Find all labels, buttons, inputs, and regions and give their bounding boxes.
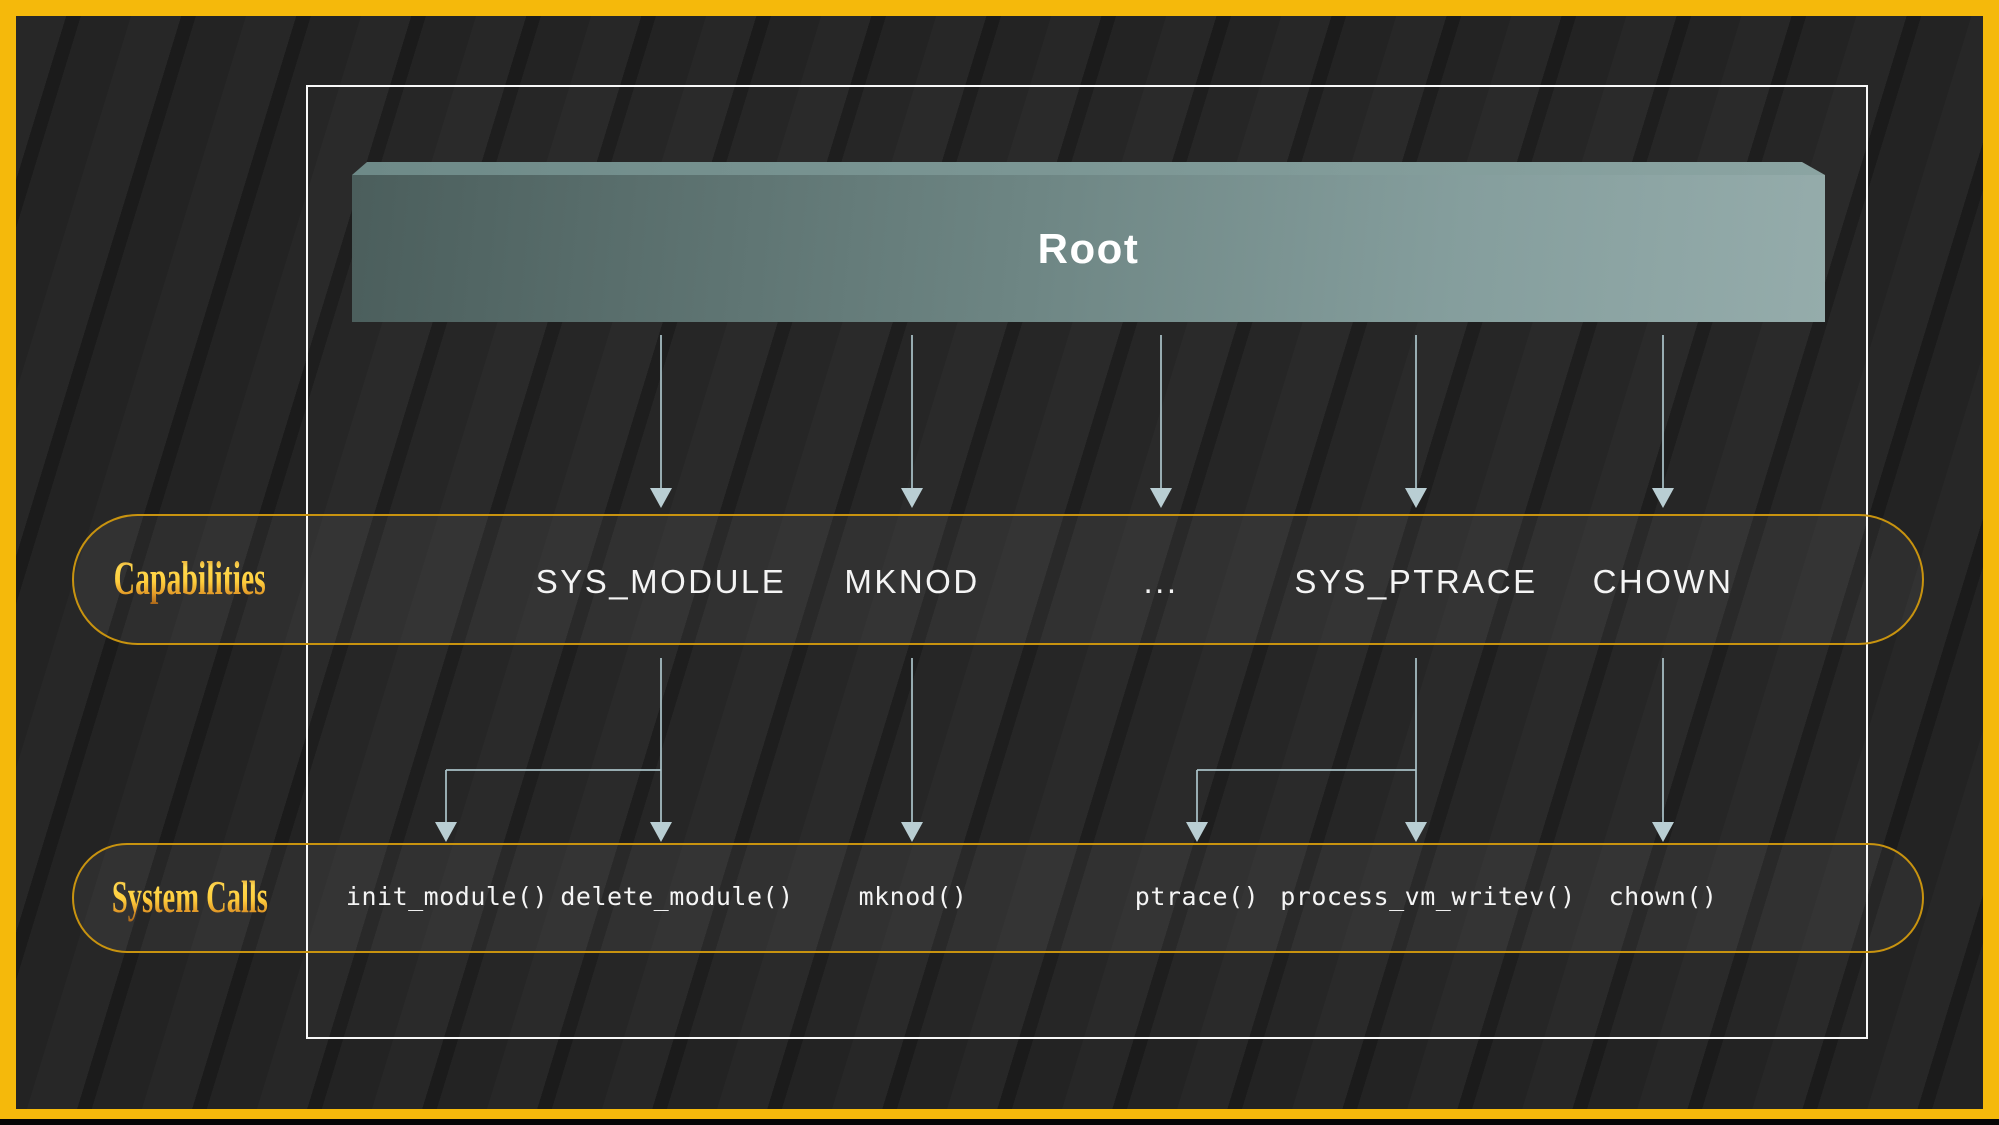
arrowhead-icon [901,488,923,508]
system-call-item: ptrace() [1134,882,1260,911]
arrowhead-icon [901,822,923,842]
system-calls-row-label: System Calls [111,870,269,922]
arrowhead-icon [650,488,672,508]
capability-item: MKNOD [844,563,980,600]
arrowhead-icon [1405,488,1427,508]
connector-line [911,658,913,824]
arrowhead-icon [1150,488,1172,508]
connector-line [911,335,913,490]
system-calls-pill [72,843,1924,953]
system-calls-row-label-box: System Calls [72,870,308,922]
branch-line [1197,769,1416,771]
connector-line [660,658,662,824]
system-call-item: mknod() [858,882,968,911]
arrowhead-icon [650,822,672,842]
connector-line [1415,335,1417,490]
arrowhead-icon [1652,822,1674,842]
capabilities-row-label: Capabilities [113,551,267,605]
connector-line [1415,658,1417,824]
capabilities-row-label-box: Capabilities [72,551,308,605]
capability-item: SYS_PTRACE [1294,563,1538,600]
connector-line [445,770,447,824]
system-call-item: init_module() [345,882,549,911]
system-call-item: process_vm_writev() [1280,882,1576,911]
connector-line [1196,770,1198,824]
root-label: Root [1037,224,1140,272]
capability-item: SYS_MODULE [535,563,787,600]
arrowhead-icon [1405,822,1427,842]
system-call-item: delete_module() [560,882,794,911]
arrowhead-icon [1652,488,1674,508]
branch-line [446,769,661,771]
root-bar: Root [352,175,1825,322]
arrowhead-icon [435,822,457,842]
capabilities-pill [72,514,1924,645]
connector-line [660,335,662,490]
system-call-item: chown() [1608,882,1718,911]
capability-item: ... [1143,563,1179,600]
root-bar-top-face [352,162,1825,175]
bottom-strip [0,1119,1999,1125]
connector-line [1662,335,1664,490]
connector-line [1662,658,1664,824]
capability-item: CHOWN [1592,563,1734,600]
arrowhead-icon [1186,822,1208,842]
connector-line [1160,335,1162,490]
